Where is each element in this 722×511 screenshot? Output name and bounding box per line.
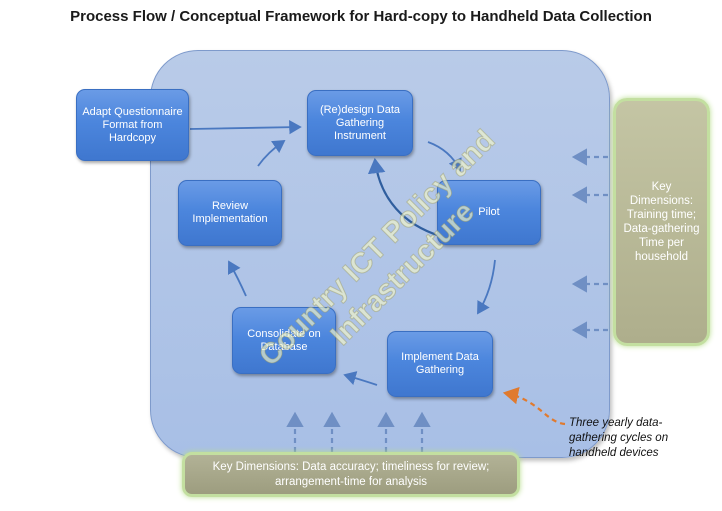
node-review-implementation: Review Implementation	[178, 180, 282, 246]
node-adapt-questionnaire: Adapt Questionnaire Format from Hardcopy	[76, 89, 189, 161]
node-consolidate-database: Consolidate on Database	[232, 307, 336, 374]
node-adapt-label: Adapt Questionnaire Format from Hardcopy	[82, 105, 183, 144]
arrow-implement-to-consolidate	[343, 371, 378, 386]
diagram-title: Process Flow / Conceptual Framework for …	[70, 8, 652, 25]
side-key-dimensions-label: Key Dimensions: Training time; Data-gath…	[623, 181, 700, 263]
arrow-review-to-redesign	[257, 139, 286, 167]
node-implement-data-gathering: Implement Data Gathering	[387, 331, 493, 397]
side-key-dimensions: Key Dimensions: Training time; Data-gath…	[613, 98, 710, 346]
cycles-annotation: Three yearly data-gathering cycles on ha…	[569, 417, 669, 459]
node-implement-label: Implement Data Gathering	[401, 351, 479, 376]
annotation-arrow	[502, 386, 566, 426]
node-consolidate-label: Consolidate on Database	[247, 327, 321, 353]
bottom-key-dimensions: Key Dimensions: Data accuracy; timelines…	[182, 452, 520, 497]
process-panel	[150, 50, 610, 458]
arrow-consolidate-to-review	[228, 260, 247, 297]
node-redesign-label: (Re)design Data Gathering Instrument	[319, 103, 401, 142]
node-pilot-label: Pilot	[478, 206, 500, 218]
arrow-adapt-to-redesign	[189, 119, 302, 135]
node-pilot: Pilot	[437, 180, 541, 245]
arrow-redesign-to-pilot	[427, 141, 462, 172]
node-redesign-instrument: (Re)design Data Gathering Instrument	[307, 90, 413, 156]
arrow-pilot-to-redesign	[367, 157, 441, 238]
arrow-pilot-to-implement	[477, 259, 496, 315]
bottom-key-dimensions-label: Key Dimensions: Data accuracy; timelines…	[212, 460, 490, 488]
node-review-label: Review Implementation	[192, 200, 268, 225]
